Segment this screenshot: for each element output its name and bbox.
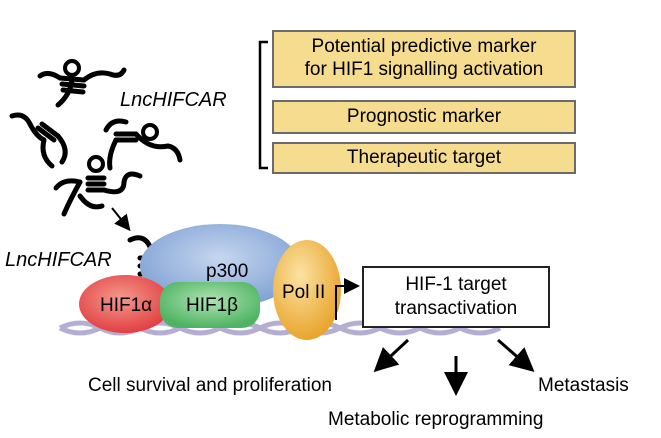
marker-therapeutic-label: Therapeutic target <box>346 146 502 168</box>
target-line2: transactivation <box>394 298 518 319</box>
hif1a-shape <box>79 275 171 333</box>
outcome-survival: Cell survival and proliferation <box>88 375 332 396</box>
marker-bracket <box>258 40 268 170</box>
pol2-label: Pol II <box>282 282 326 303</box>
lncrna-cluster <box>9 59 191 303</box>
marker-predictive-line1: Potential predictive marker <box>311 36 537 58</box>
marker-predictive-line2: for HIF1 signalling activation <box>304 59 544 80</box>
hif1b-shape <box>160 282 260 328</box>
marker-box-predictive: Potential predictive marker for HIF1 sig… <box>272 30 576 88</box>
lncrna-molecule-icon <box>103 118 183 171</box>
lnc-label-top: LncHIFCAR <box>120 89 227 111</box>
lncrna-molecule-icon <box>53 155 143 217</box>
outcome-metastasis: Metastasis <box>538 375 629 396</box>
hif1a-label: HIF1α <box>100 295 153 316</box>
outcome-metabolic: Metabolic reprogramming <box>328 409 544 430</box>
lncrna-molecule-icon <box>37 59 127 108</box>
marker-box-prognostic: Prognostic marker <box>272 100 576 134</box>
target-line1: HIF-1 target <box>405 274 507 296</box>
arrow-survival <box>373 338 410 373</box>
marker-prognostic-label: Prognostic marker <box>346 105 502 127</box>
p300-label: p300 <box>206 261 249 282</box>
lnc-label-left: LncHIFCAR <box>5 249 112 271</box>
lncrna-molecule-icon <box>9 112 68 169</box>
marker-box-therapeutic: Therapeutic target <box>272 142 576 174</box>
transcription-arrow <box>335 278 360 320</box>
binding-arrow <box>111 207 131 232</box>
pol2-shape <box>273 240 341 340</box>
hif1b-label: HIF1β <box>186 295 239 316</box>
arrow-metastasis <box>497 338 535 372</box>
target-transactivation-box: HIF-1 target transactivation <box>362 266 550 328</box>
